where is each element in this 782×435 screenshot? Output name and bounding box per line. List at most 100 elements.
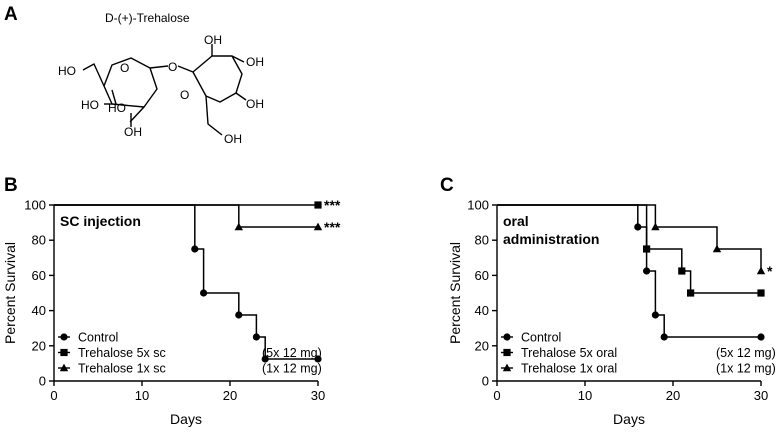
series-marker-circle [200,289,208,297]
atom-label-ho: HO [58,64,76,78]
series-line [497,204,761,294]
left-ring-bonds [103,57,158,108]
y-tick-label: 80 [475,233,489,248]
y-tick-label: 60 [475,268,489,283]
series-marker-square [643,245,651,253]
atom-label-oh: OH [246,97,264,111]
plot-annotation: administration [503,231,599,247]
y-tick-label: 60 [32,268,46,283]
x-axis-label: Days [613,411,645,427]
series-marker-square [314,201,322,209]
plot-annotation: SC injection [60,213,141,229]
y-tick-label: 20 [475,338,489,353]
series-marker-triangle [756,266,766,275]
y-tick-label: 80 [32,233,46,248]
series-marker-square [687,289,695,297]
y-tick-label: 0 [482,374,489,389]
right-ring-bonds [192,55,243,103]
series-line [54,204,318,228]
atom-label-o: O [120,61,129,75]
series-marker-square [757,289,765,297]
legend-marker-circle [60,333,68,341]
y-axis-label: Percent Survival [2,242,18,344]
series-marker-circle [634,223,642,231]
left-oh-bond-3 [111,89,132,127]
atom-label-ho: HO [81,98,99,112]
x-tick-label: 30 [754,388,768,403]
series-marker-circle [314,355,322,363]
series-marker-circle [651,311,660,319]
series-marker-circle [643,267,651,275]
series-marker-square [678,267,686,275]
atom-label-oh: OH [204,33,222,47]
x-tick-label: 10 [135,388,149,403]
series-marker-circle [252,333,260,341]
plot-annotation: oral [503,213,529,229]
legend-label: Trehalose 1x sc [78,362,166,376]
series-line [54,204,318,360]
atom-labels: HO HO HO OH O O O OH OH OH OH [58,33,264,146]
series-marker-circle [191,245,199,253]
legend-label: Trehalose 5x oral [521,346,617,360]
panel-letter: B [4,175,18,196]
compound-name: D-(+)-Trehalose [105,11,190,25]
right-oh-bond-3 [235,92,247,101]
legend-label: Control [78,331,118,345]
series-marker-circle [235,311,243,319]
x-tick-label: 30 [311,388,325,403]
series-line [497,204,762,271]
legend-dose: (5x 12 mg) [262,346,322,360]
y-tick-label: 40 [32,303,46,318]
legend-label: Control [521,331,561,345]
legend-dose: (1x 12 mg) [262,362,322,376]
legend-marker-circle [503,333,511,341]
panel-letter: C [440,175,454,196]
x-axis-label: Days [170,411,202,427]
glycosidic-bridge [149,65,194,73]
series-marker-circle [757,333,765,341]
legend-label: Trehalose 5x sc [78,346,166,360]
legend-label: Trehalose 1x oral [521,362,617,376]
series-marker-triangle [712,244,722,253]
right-oh-bond-2 [231,55,245,63]
y-tick-label: 0 [39,374,46,389]
atom-label-oh: OH [246,55,264,69]
x-tick-label: 20 [666,388,680,403]
x-tick-label: 10 [578,388,592,403]
left-oh-bond-2 [129,106,145,123]
right-ch2oh-bond [205,95,223,136]
series-marker-circle [660,333,668,341]
y-tick-label: 20 [32,338,46,353]
legend-dose: (5x 12 mg) [716,346,776,360]
series-line [497,204,761,338]
left-ch2oh-bond [82,63,105,87]
panel-a: A D-(+)-Trehalose HO HO HO OH O O O [4,4,264,146]
panel-a-letter: A [4,4,18,25]
series-marker-triangle [234,222,243,231]
legend-dose: (1x 12 mg) [716,362,776,376]
y-tick-label: 40 [475,303,489,318]
atom-label-o: O [180,88,189,102]
x-tick-label: 0 [493,388,500,403]
series-marker-circle [261,355,269,363]
y-tick-label: 100 [467,198,489,213]
atom-label-ho: HO [108,101,126,115]
significance-marker: *** [324,197,341,213]
atom-label-oh: OH [224,132,242,146]
significance-marker: * [767,263,773,279]
legend-marker-triangle [59,363,69,372]
y-tick-label: 100 [24,198,46,213]
significance-marker: *** [324,219,341,235]
x-tick-label: 20 [223,388,237,403]
x-tick-label: 0 [50,388,57,403]
legend-marker-square [60,348,68,357]
trehalose-structure [82,44,247,136]
legend-marker-triangle [502,363,512,372]
atom-label-oh: OH [124,125,142,139]
legend-marker-square [503,348,511,357]
series-marker-triangle [651,222,660,231]
y-axis-label: Percent Survival [447,242,463,344]
